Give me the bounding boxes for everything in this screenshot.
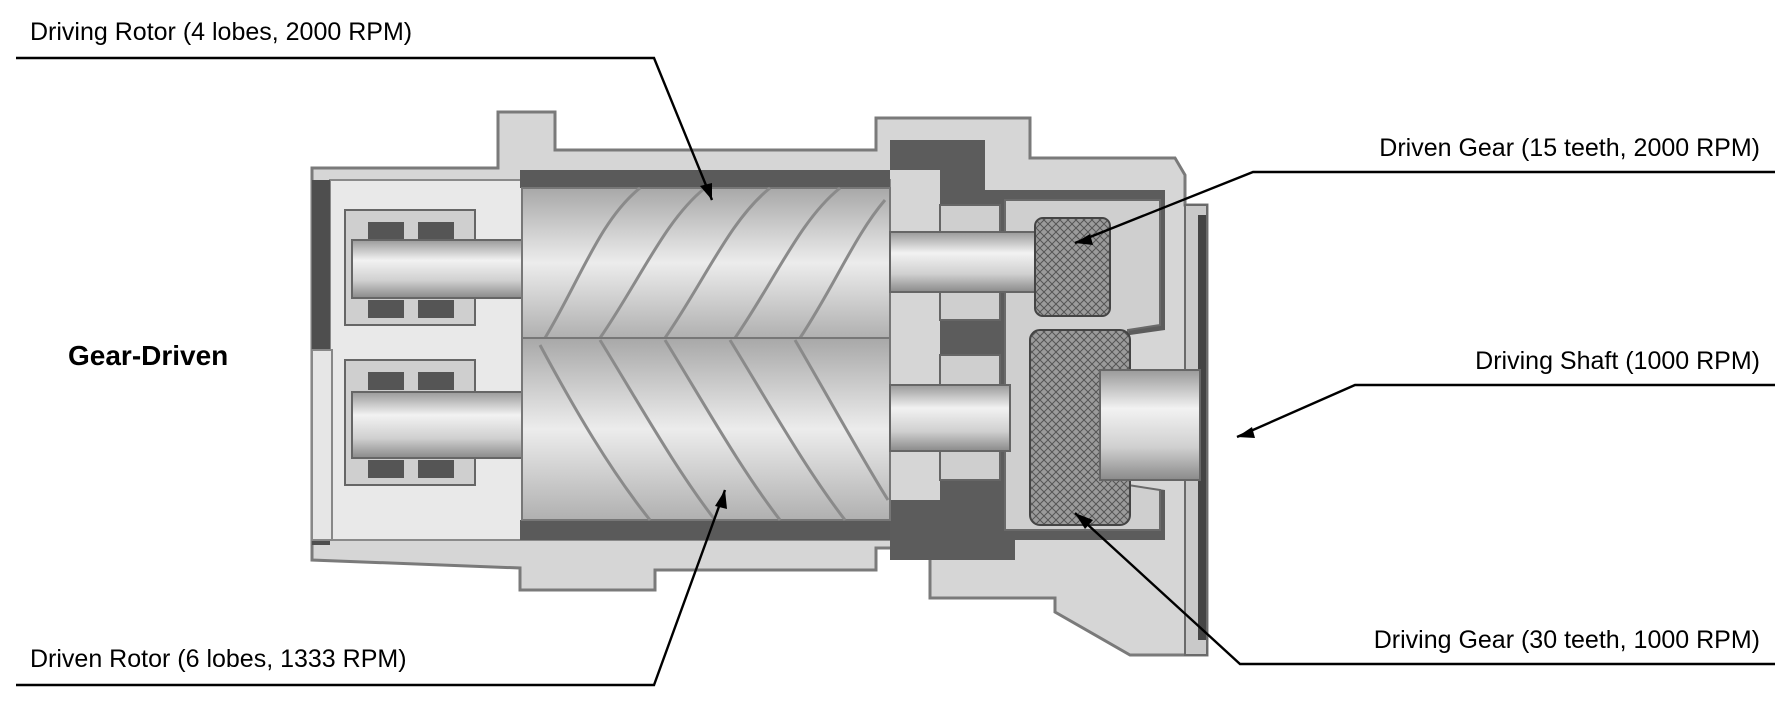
lower-rotor-shaft-left [351,391,528,459]
driving-gear-label: Driving Gear (30 teeth, 1000 RPM) [1374,626,1760,654]
driving-gear-leader [1074,512,1775,666]
driving-shaft-label: Driving Shaft (1000 RPM) [1475,347,1760,375]
upper-rotor-shaft-right [889,231,1036,293]
rotor-housing-top [520,170,890,188]
upper-rotor-shaft-left [351,239,528,299]
driving-shaft [1099,369,1201,481]
driven-rotor [521,337,891,521]
driving-gear-arrowhead [1075,513,1093,529]
driving-rotor-leader [16,56,714,201]
driven-gear-leader [1074,170,1775,245]
driven-gear-label: Driven Gear (15 teeth, 2000 RPM) [1379,134,1760,162]
driving-rotor-label: Driving Rotor (4 lobes, 2000 RPM) [30,18,412,46]
callouts: Driving Rotor (4 lobes, 2000 RPM) Driven… [16,18,1775,687]
driven-rotor-arrowhead [715,490,727,509]
lower-casing-skirt [311,349,333,541]
flange-edge [1198,215,1206,640]
driven-gear-arrowhead [1075,234,1093,245]
driven-rotor-label: Driven Rotor (6 lobes, 1333 RPM) [30,645,407,673]
driving-rotor-arrowhead [700,183,712,200]
driven-rotor-leader [16,489,727,687]
driving-shaft-arrowhead [1237,427,1255,438]
diagram-title: Gear-Driven [68,340,228,371]
driving-rotor [521,186,891,339]
rotor-housing-bottom [520,520,890,540]
lower-rotor-shaft-right [889,384,1011,452]
compressor-illustration [310,110,1209,657]
driving-shaft-leader [1236,383,1775,439]
